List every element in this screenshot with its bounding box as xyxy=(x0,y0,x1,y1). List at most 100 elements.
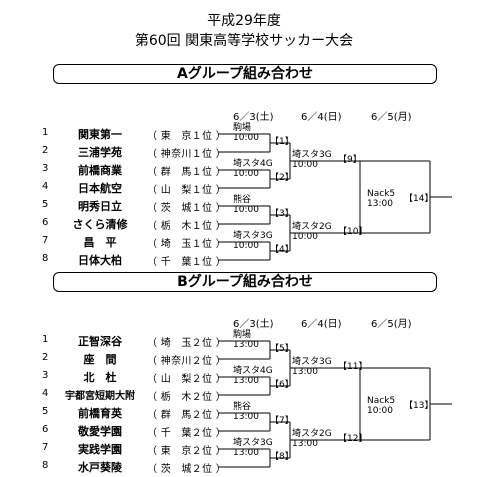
match-number: 【1】 xyxy=(270,137,294,147)
match-venue: 熊谷 xyxy=(233,402,252,412)
match-time: 10:00 xyxy=(233,133,259,143)
match-venue: 熊谷 xyxy=(233,195,252,205)
seed-number: 1 xyxy=(42,334,49,345)
match-venue: 駒場 xyxy=(233,123,252,133)
prefecture-rank: （ 千 葉１位 ） xyxy=(147,257,227,268)
match-time: 13:00 xyxy=(233,412,259,422)
match-number: 【5】 xyxy=(270,344,294,354)
match-time: 10:00 xyxy=(292,160,318,170)
match-number: 【10】 xyxy=(338,227,368,237)
seed-number: 6 xyxy=(42,424,49,435)
match-venue: 埼スタ4G xyxy=(233,366,273,376)
match-number: 【11】 xyxy=(338,362,368,372)
match-time: 13:00 xyxy=(233,376,259,386)
seed-number: 8 xyxy=(42,253,49,264)
team-name: 三浦学苑 xyxy=(78,146,122,159)
team-name: 日体大柏 xyxy=(78,254,122,267)
team-name: 正智深谷 xyxy=(78,335,122,348)
day-header: 6／3(土) xyxy=(233,112,274,123)
seed-number: 7 xyxy=(42,442,49,453)
seed-number: 4 xyxy=(42,388,49,399)
match-number: 【14】 xyxy=(404,194,434,204)
prefecture-rank: （ 神奈川２位 ） xyxy=(147,356,227,367)
prefecture-rank: （ 山 梨１位 ） xyxy=(147,185,227,196)
prefecture-rank: （ 茨 城１位 ） xyxy=(147,203,227,214)
document-title: 平成29年度 xyxy=(207,13,281,29)
team-name: 宇都宮短期大附 xyxy=(65,391,135,402)
match-venue: 埼スタ3G xyxy=(292,357,332,367)
seed-number: 3 xyxy=(42,370,49,381)
prefecture-rank: （ 千 葉２位 ） xyxy=(147,428,227,439)
prefecture-rank: （ 埼 玉２位 ） xyxy=(147,338,227,349)
team-name: 水戸葵陵 xyxy=(78,461,122,474)
seed-number: 3 xyxy=(42,163,49,174)
team-name: 明秀日立 xyxy=(78,200,122,213)
day-header: 6／5(月) xyxy=(371,319,412,330)
match-venue: Nack5 xyxy=(367,396,396,406)
match-venue: 埼スタ2G xyxy=(292,429,332,439)
match-number: 【9】 xyxy=(338,155,362,165)
match-number: 【4】 xyxy=(270,245,294,255)
prefecture-rank: （ 栃 木２位 ） xyxy=(147,392,227,403)
prefecture-rank: （ 群 馬１位 ） xyxy=(147,167,227,178)
team-name: 昌 平 xyxy=(83,236,117,249)
day-header: 6／3(土) xyxy=(233,319,274,330)
team-name: さくら清修 xyxy=(72,218,128,231)
match-time: 10:00 xyxy=(233,169,259,179)
match-number: 【13】 xyxy=(404,401,434,411)
match-number: 【12】 xyxy=(338,434,368,444)
team-name: 日本航空 xyxy=(78,182,122,195)
seed-number: 2 xyxy=(42,352,49,363)
prefecture-rank: （ 東 京２位 ） xyxy=(147,446,227,457)
match-number: 【6】 xyxy=(270,380,294,390)
match-venue: 埼スタ2G xyxy=(292,222,332,232)
seed-number: 2 xyxy=(42,145,49,156)
prefecture-rank: （ 山 梨２位 ） xyxy=(147,374,227,385)
prefecture-rank: （ 東 京１位 ） xyxy=(147,131,227,142)
team-name: 前橋商業 xyxy=(78,164,122,177)
prefecture-rank: （ 栃 木１位 ） xyxy=(147,221,227,232)
prefecture-rank: （ 神奈川１位 ） xyxy=(147,149,227,160)
match-time: 13:00 xyxy=(233,448,259,458)
match-venue: 埼スタ3G xyxy=(292,150,332,160)
document-subtitle: 第60回 関東高等学校サッカー大会 xyxy=(134,33,354,49)
match-time: 13:00 xyxy=(367,199,393,209)
day-header: 6／5(月) xyxy=(371,112,412,123)
match-venue: 埼スタ4G xyxy=(233,159,273,169)
match-number: 【3】 xyxy=(270,209,294,219)
seed-number: 4 xyxy=(42,181,49,192)
prefecture-rank: （ 群 馬２位 ） xyxy=(147,410,227,421)
team-name: 座 間 xyxy=(83,353,117,366)
team-name: 実践学園 xyxy=(78,443,122,456)
match-venue: 埼スタ3G xyxy=(233,438,273,448)
team-name: 関東第一 xyxy=(78,128,122,141)
day-header: 6／4(日) xyxy=(301,319,342,330)
match-time: 10:00 xyxy=(233,241,259,251)
seed-number: 5 xyxy=(42,199,49,210)
match-time: 10:00 xyxy=(233,205,259,215)
match-time: 10:00 xyxy=(292,232,318,242)
match-time: 13:00 xyxy=(292,367,318,377)
seed-number: 1 xyxy=(42,127,49,138)
match-venue: 埼スタ3G xyxy=(233,231,273,241)
match-number: 【8】 xyxy=(270,452,294,462)
match-time: 13:00 xyxy=(233,340,259,350)
day-header: 6／4(日) xyxy=(301,112,342,123)
match-number: 【7】 xyxy=(270,416,294,426)
match-time: 13:00 xyxy=(292,439,318,449)
prefecture-rank: （ 茨 城２位 ） xyxy=(147,464,227,475)
team-name: 敬愛学園 xyxy=(78,425,122,438)
seed-number: 7 xyxy=(42,235,49,246)
seed-number: 5 xyxy=(42,406,49,417)
match-venue: Nack5 xyxy=(367,189,396,199)
seed-number: 8 xyxy=(42,460,49,471)
match-number: 【2】 xyxy=(270,173,294,183)
group-banner: Bグループ組み合わせ xyxy=(53,272,437,292)
group-banner: Aグループ組み合わせ xyxy=(53,64,437,84)
seed-number: 6 xyxy=(42,217,49,228)
match-time: 10:00 xyxy=(367,406,393,416)
team-name: 北 杜 xyxy=(83,371,117,384)
match-venue: 駒場 xyxy=(233,330,252,340)
team-name: 前橋育英 xyxy=(78,407,122,420)
